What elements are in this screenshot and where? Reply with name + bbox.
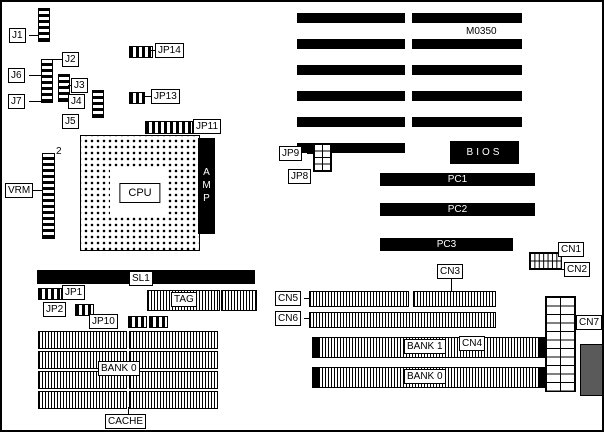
leader-line	[68, 85, 71, 86]
pci-slot-pc3: PC3	[380, 238, 513, 251]
simm-end-cap	[538, 338, 544, 357]
leader-line	[307, 153, 313, 154]
jp9-label: JP9	[279, 146, 303, 161]
j1-connector	[38, 8, 50, 42]
leader-line	[51, 59, 62, 60]
cn4-label: CN4	[459, 336, 486, 351]
leader-line	[304, 298, 309, 299]
jp10-connector	[149, 316, 168, 328]
cache-chip	[38, 331, 127, 349]
j2-label: J2	[62, 52, 79, 67]
pci-slot-pc2: PC2	[380, 203, 535, 216]
jp8-jp9-connector	[313, 143, 332, 172]
expansion-slot	[297, 91, 405, 101]
cn1-label: CN1	[558, 242, 585, 257]
j4-j5-connector	[92, 90, 104, 118]
sl1-label: SL1	[129, 271, 153, 286]
jp14-label: JP14	[155, 43, 184, 58]
jp2-label: JP2	[43, 302, 67, 317]
jp8-label: JP8	[288, 169, 312, 184]
j6-label: J6	[8, 68, 25, 83]
cache-chip	[129, 331, 218, 349]
leader-line	[451, 279, 452, 291]
j5-label: J5	[62, 114, 79, 129]
jp1-connector	[38, 288, 62, 300]
expansion-slot	[297, 143, 405, 153]
expansion-slot	[297, 13, 405, 23]
jp10-connector	[128, 316, 147, 328]
board-model: M0350	[466, 26, 497, 37]
cache-label: CACHE	[105, 414, 147, 429]
expansion-slot	[412, 117, 522, 127]
simm-end-cap	[313, 368, 319, 387]
cn7-power-connector	[545, 296, 576, 392]
expansion-slot	[412, 13, 522, 23]
leader-line	[29, 101, 41, 102]
leader-line	[33, 190, 42, 191]
cache-chip	[38, 391, 127, 409]
simm-bank0-label: BANK 0	[404, 369, 446, 384]
vrm-connector	[42, 153, 55, 239]
pci-slot-pc1: PC1	[380, 173, 535, 186]
leader-line	[574, 322, 576, 323]
cn6-connector	[309, 312, 496, 328]
cache-chip	[129, 351, 218, 369]
cn2-label: CN2	[564, 262, 591, 277]
tag-label: TAG	[171, 292, 197, 307]
cn5-connector	[309, 291, 409, 307]
simm-end-cap	[313, 338, 319, 357]
cache-chip	[129, 371, 218, 389]
leader-line	[128, 407, 129, 415]
simm-end-cap	[538, 368, 544, 387]
vrm-label: VRM	[5, 183, 34, 198]
jp11-connector	[145, 121, 193, 134]
cn3-label: CN3	[437, 264, 464, 279]
jp10-label: JP10	[89, 314, 118, 329]
simm-bank1-label: BANK 1	[404, 339, 446, 354]
cn5-label: CN5	[275, 291, 302, 306]
jp1-label: JP1	[62, 285, 86, 300]
cn3-connector	[413, 291, 496, 307]
j3-label: J3	[71, 78, 88, 93]
cache-bank0-label: BANK 0	[98, 361, 140, 376]
expansion-slot	[297, 39, 405, 49]
j2-j6-j7-connector	[41, 59, 53, 103]
cn6-label: CN6	[275, 311, 302, 326]
j7-label: J7	[8, 94, 25, 109]
jp13-connector	[129, 92, 145, 104]
leader-line	[304, 318, 309, 319]
leader-line	[29, 35, 38, 36]
leader-line	[143, 96, 151, 97]
leader-line	[560, 269, 564, 270]
cpu-label: CPU	[119, 183, 161, 203]
leader-line	[151, 50, 155, 51]
bios-chip: BIOS	[450, 141, 519, 164]
jp2-connector	[75, 304, 94, 316]
jp14-connector	[129, 46, 153, 58]
cpu-socket: CPU	[80, 135, 200, 251]
keyboard-connector	[580, 344, 602, 396]
j3-connector	[58, 74, 70, 102]
cn7-label: CN7	[576, 315, 602, 330]
vrm-pin2-label: 2	[56, 146, 62, 157]
expansion-slot	[412, 65, 522, 75]
expansion-slot	[297, 65, 405, 75]
expansion-slot	[412, 91, 522, 101]
cn1-cn2-connector	[529, 252, 562, 270]
tag-ram-chip	[221, 290, 257, 311]
cache-chip	[129, 391, 218, 409]
leader-line	[29, 75, 41, 76]
j4-label: J4	[68, 94, 85, 109]
jp13-label: JP13	[151, 89, 180, 104]
jp11-label: JP11	[193, 119, 222, 134]
j1-label: J1	[9, 28, 26, 43]
expansion-slot	[297, 117, 405, 127]
expansion-slot	[412, 39, 522, 49]
amp-regulator: AMP	[198, 138, 215, 234]
